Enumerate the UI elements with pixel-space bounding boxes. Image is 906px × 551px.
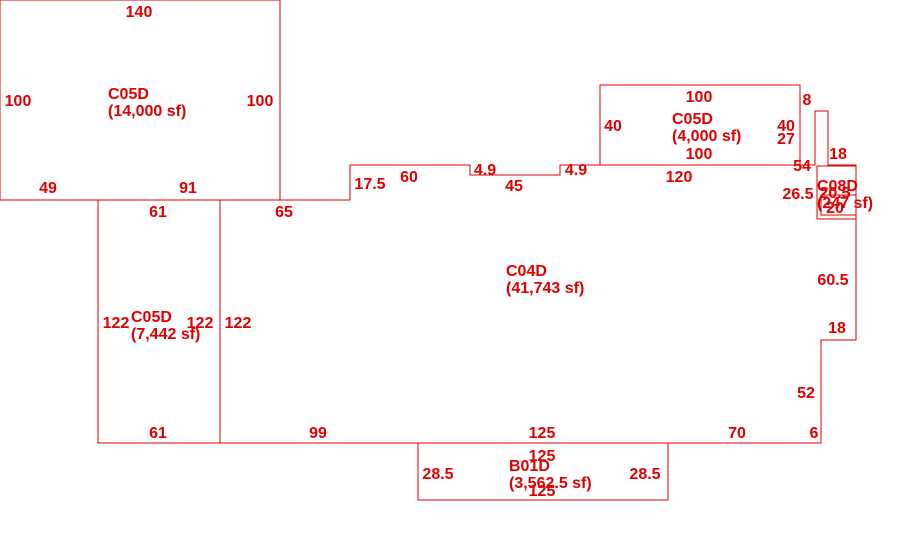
area-code-label: C04D	[506, 263, 547, 280]
dimension-label: 91	[179, 180, 197, 197]
dimension-label: 18	[828, 320, 846, 337]
dimension-label: 122	[187, 315, 214, 332]
dimension-label: 61	[149, 425, 167, 442]
dimension-label: 60.5	[817, 272, 848, 289]
dimension-label: 6	[810, 425, 819, 442]
dimension-label: 70	[728, 425, 746, 442]
dimension-label: 60	[400, 169, 418, 186]
area-code-label: C05D	[108, 86, 149, 103]
dimension-label: 61	[149, 204, 167, 221]
dimension-label: 28.5	[629, 466, 660, 483]
dimension-labels: 140 100 100 49 91 100 40 40 100 27 8 54 17.5 60 4.9 45 4…	[5, 4, 851, 500]
area-size-label: (14,000 sf)	[108, 103, 186, 120]
area-code-label: C05D	[672, 111, 713, 128]
area-code-label: C05D	[131, 309, 172, 326]
dimension-label: 100	[686, 146, 713, 163]
dimension-label: 100	[686, 89, 713, 106]
dimension-label: 20	[826, 200, 844, 217]
dimension-label: 52	[797, 385, 815, 402]
dimension-label: 120	[666, 169, 693, 186]
dimension-label: 17.5	[354, 176, 385, 193]
area-labels: C05D(14,000 sf)C05D(4,000 sf)C05D(7,442 …	[108, 86, 873, 492]
dimension-label: 20.5	[819, 185, 850, 202]
dimension-label: 4.9	[474, 162, 496, 179]
outline-c04d-main	[219, 110, 857, 444]
area-size-label: (7,442 sf)	[131, 326, 200, 343]
dimension-label: 40	[604, 118, 622, 135]
dimension-label: 49	[39, 180, 57, 197]
dimension-label: 122	[103, 315, 130, 332]
dimension-label: 8	[803, 92, 812, 109]
area-size-label: (3,562.5 sf)	[509, 475, 592, 492]
outline-b01d	[417, 442, 669, 501]
dimension-label: 26.5	[782, 186, 813, 203]
area-size-label: (41,743 sf)	[506, 280, 584, 297]
dimension-label: 65	[275, 204, 293, 221]
area-size-label: (4,000 sf)	[672, 128, 741, 145]
dimension-label: 100	[247, 93, 274, 110]
dimension-label: 100	[5, 93, 32, 110]
dimension-label: 40	[777, 118, 795, 135]
dimension-label: 54	[793, 158, 811, 175]
dimension-label: 125	[529, 425, 556, 442]
dimension-label: 45	[505, 178, 523, 195]
dimension-label: 28.5	[422, 466, 453, 483]
area-code-label: C08D	[817, 178, 858, 195]
dimension-label: 4.9	[565, 162, 587, 179]
area-size-label: (247 sf)	[817, 195, 873, 212]
dimension-label: 18	[829, 146, 847, 163]
dimension-label: 122	[225, 315, 252, 332]
dimension-label: 99	[309, 425, 327, 442]
dimension-label: 27	[777, 131, 795, 148]
outline-c08d-inner	[820, 194, 857, 216]
dimension-label: 140	[126, 4, 153, 21]
outline-c08d	[816, 165, 857, 220]
area-code-label: B01D	[509, 458, 550, 475]
dimension-label: 125	[529, 483, 556, 500]
dimension-label: 125	[529, 448, 556, 465]
area-outlines	[0, 0, 857, 501]
